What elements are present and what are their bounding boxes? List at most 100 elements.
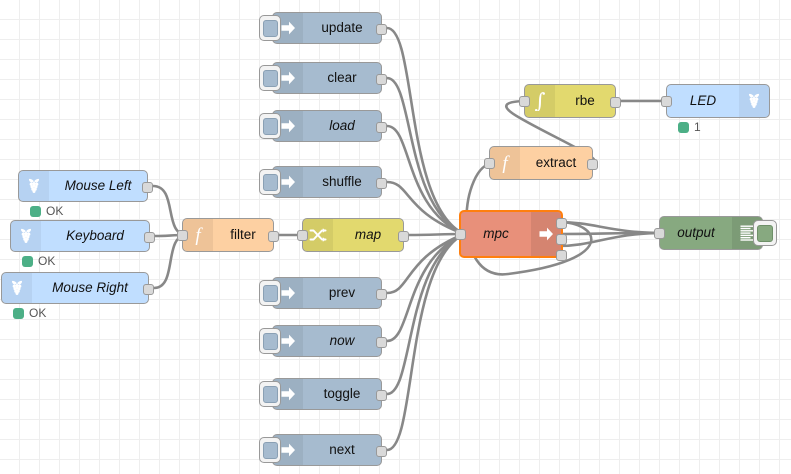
output-port-0[interactable] xyxy=(376,445,387,457)
integral-icon: ∫ xyxy=(525,85,555,117)
input-port[interactable] xyxy=(455,228,466,240)
node-led[interactable]: LED xyxy=(661,84,770,118)
wire-clear-to-mpc[interactable] xyxy=(385,76,466,236)
input-port[interactable] xyxy=(177,229,188,241)
input-port[interactable] xyxy=(519,95,530,107)
node-label: Mouse Right xyxy=(52,280,128,296)
output-port-0[interactable] xyxy=(376,177,387,189)
node-next[interactable]: next xyxy=(259,434,387,466)
node-update[interactable]: update xyxy=(259,12,387,44)
node-label: load xyxy=(329,118,355,134)
input-port[interactable] xyxy=(661,95,672,107)
wire-mpc-0b-to-output[interactable] xyxy=(556,220,666,235)
input-port[interactable] xyxy=(484,157,495,169)
node-body: update xyxy=(303,13,381,43)
node-prev[interactable]: prev xyxy=(259,277,387,309)
inject-trigger-button[interactable] xyxy=(259,437,281,463)
inject-button-face xyxy=(262,284,278,302)
node-body: filter xyxy=(213,219,273,251)
node-output[interactable]: output xyxy=(654,216,777,250)
inject-trigger-button[interactable] xyxy=(259,15,281,41)
node-clear[interactable]: clear xyxy=(259,62,387,94)
output-port-2[interactable] xyxy=(556,249,567,261)
output-port-0[interactable] xyxy=(376,73,387,85)
node-toggle[interactable]: toggle xyxy=(259,378,387,410)
node-body: next xyxy=(303,435,381,465)
function-icon: f xyxy=(183,219,213,251)
status-badge: OK xyxy=(22,255,55,267)
node-now[interactable]: now xyxy=(259,325,387,357)
node-rbe[interactable]: ∫ rbe xyxy=(519,84,621,118)
output-port-0[interactable] xyxy=(556,217,567,229)
output-port-0[interactable] xyxy=(143,283,154,295)
output-port-0[interactable] xyxy=(376,336,387,348)
node-label: update xyxy=(321,20,363,36)
node-body: toggle xyxy=(303,379,381,409)
node-body: Mouse Right xyxy=(32,273,148,303)
inject-trigger-button[interactable] xyxy=(259,169,281,195)
node-label: clear xyxy=(327,70,357,86)
node-map[interactable]: map xyxy=(297,218,409,252)
node-mouse-left[interactable]: Mouse Left xyxy=(18,170,153,202)
node-label: prev xyxy=(328,285,356,301)
node-label: LED xyxy=(689,93,717,109)
input-port[interactable] xyxy=(654,227,665,239)
wire-toggle-to-mpc[interactable] xyxy=(385,232,466,396)
output-port-0[interactable] xyxy=(142,181,153,193)
output-port-0[interactable] xyxy=(268,230,279,242)
status-badge: OK xyxy=(13,307,46,319)
node-mouse-right[interactable]: Mouse Right xyxy=(1,272,154,304)
status-text: 1 xyxy=(694,120,701,134)
node-label: extract xyxy=(535,155,577,171)
raspberry-pi-icon xyxy=(19,171,49,201)
node-mpc[interactable]: mpc xyxy=(455,210,567,261)
raspberry-pi-icon xyxy=(739,85,769,117)
inject-trigger-button[interactable] xyxy=(259,65,281,91)
inject-trigger-button[interactable] xyxy=(259,280,281,306)
node-body: Keyboard xyxy=(41,221,149,251)
output-port-0[interactable] xyxy=(398,230,409,242)
inject-trigger-button[interactable] xyxy=(259,113,281,139)
inject-trigger-button[interactable] xyxy=(259,328,281,354)
status-dot-icon xyxy=(678,121,689,133)
node-shuffle[interactable]: shuffle xyxy=(259,166,387,198)
node-label: shuffle xyxy=(322,174,362,190)
debug-toggle-button[interactable] xyxy=(753,220,777,246)
output-port-0[interactable] xyxy=(610,96,621,108)
wire-mpc-2-to-output[interactable] xyxy=(556,231,666,248)
wire-next-to-mpc[interactable] xyxy=(385,232,466,452)
output-port-0[interactable] xyxy=(376,121,387,133)
output-port-0[interactable] xyxy=(376,288,387,300)
node-label: rbe xyxy=(575,93,595,109)
node-label: toggle xyxy=(323,386,361,402)
node-body: LED xyxy=(667,85,739,117)
output-port-0[interactable] xyxy=(144,231,155,243)
output-port-0[interactable] xyxy=(587,158,598,170)
node-label: Keyboard xyxy=(66,228,124,244)
raspberry-pi-icon xyxy=(2,273,32,303)
node-body: mpc xyxy=(461,212,531,256)
node-body: shuffle xyxy=(303,167,381,197)
node-keyboard[interactable]: Keyboard xyxy=(10,220,155,252)
node-load[interactable]: load xyxy=(259,110,387,142)
status-badge: 1 xyxy=(678,121,701,133)
output-port-1[interactable] xyxy=(556,233,567,245)
input-port[interactable] xyxy=(297,229,308,241)
svg-text:f: f xyxy=(195,225,203,245)
node-label: next xyxy=(329,442,355,458)
output-port-0[interactable] xyxy=(376,389,387,401)
wire-mpc-1-to-output[interactable] xyxy=(556,231,666,236)
wire-update-to-mpc[interactable] xyxy=(385,26,466,236)
node-body: prev xyxy=(303,278,381,308)
svg-text:∫: ∫ xyxy=(535,91,546,111)
node-label: Mouse Left xyxy=(64,178,132,194)
inject-button-face xyxy=(262,69,278,87)
function-icon: f xyxy=(490,147,520,179)
inject-trigger-button[interactable] xyxy=(259,381,281,407)
node-label: now xyxy=(329,333,355,349)
node-extract[interactable]: f extract xyxy=(484,146,598,180)
output-port-0[interactable] xyxy=(376,23,387,35)
node-label: mpc xyxy=(483,226,509,242)
